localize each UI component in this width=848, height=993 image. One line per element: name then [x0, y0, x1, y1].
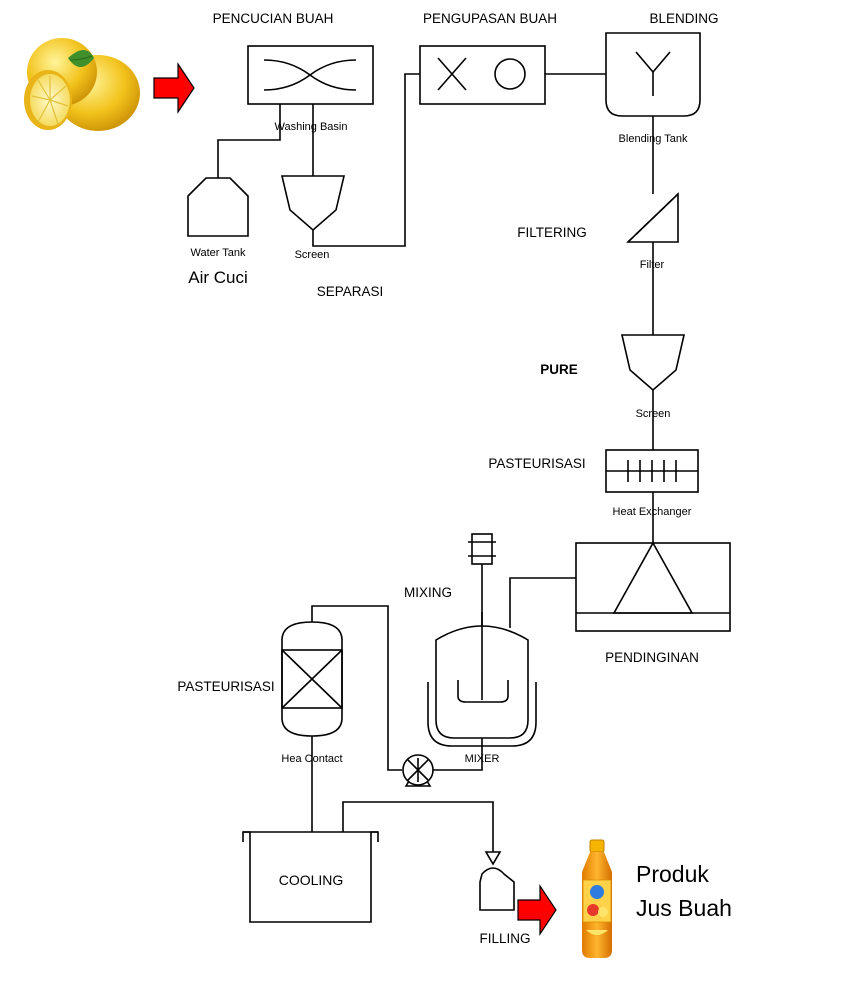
- water-tank: [187, 177, 249, 237]
- label-blending-tank: Blending Tank: [619, 133, 688, 145]
- label-mixing-stage: MIXING: [404, 585, 452, 600]
- output-arrow: [517, 884, 557, 936]
- blending-tank: [605, 32, 701, 117]
- filter: [626, 192, 679, 243]
- label-wash-water: Air Cuci: [188, 268, 248, 287]
- label-pure-stage: PURE: [540, 362, 578, 377]
- washing-basin: [247, 45, 374, 105]
- heat-exchanger: [605, 449, 699, 493]
- label-separation-stage: SEPARASI: [317, 284, 384, 299]
- input-arrow: [153, 62, 195, 114]
- cooling-tank: [242, 831, 379, 923]
- label-screen-1: Screen: [295, 249, 330, 261]
- label-pasteurization-stage-1: PASTEURISASI: [488, 456, 585, 471]
- label-washing-stage: PENCUCIAN BUAH: [213, 11, 334, 26]
- label-screen-2: Screen: [636, 408, 671, 420]
- cooling-unit: [575, 541, 731, 632]
- label-filter: Filter: [640, 259, 665, 271]
- pipe-lines: [217, 73, 654, 852]
- labels: PENCUCIAN BUAH PENGUPASAN BUAH BLENDING …: [177, 11, 732, 946]
- label-product-line2: Jus Buah: [636, 895, 732, 921]
- label-filtering-stage: FILTERING: [517, 225, 587, 240]
- label-heat-contact: Hea Contact: [281, 753, 342, 765]
- heat-contact-column: [281, 621, 343, 737]
- juice-bottle-icon: [582, 839, 612, 958]
- lemon-fruit-icon: [24, 38, 140, 131]
- label-blending-stage: BLENDING: [649, 11, 718, 26]
- label-filling-stage: FILLING: [479, 931, 530, 946]
- label-pasteurization-stage-2: PASTEURISASI: [177, 679, 274, 694]
- mixer-vessel: [427, 533, 537, 747]
- label-cooling-stage: PENDINGINAN: [605, 650, 699, 665]
- label-peeling-stage: PENGUPASAN BUAH: [423, 11, 557, 26]
- screen-1: [280, 175, 346, 232]
- label-mixer: MIXER: [465, 753, 500, 765]
- filling-machine: [479, 851, 515, 911]
- label-water-tank: Water Tank: [190, 247, 246, 259]
- label-washing-basin: Washing Basin: [275, 121, 348, 133]
- label-cooling-tank: COOLING: [279, 872, 344, 888]
- label-product-line1: Produk: [636, 861, 709, 887]
- screen-2: [620, 334, 686, 392]
- label-heat-exchanger: Heat Exchanger: [613, 506, 692, 518]
- peeling-unit: [419, 45, 546, 105]
- pump-icon: [402, 754, 434, 787]
